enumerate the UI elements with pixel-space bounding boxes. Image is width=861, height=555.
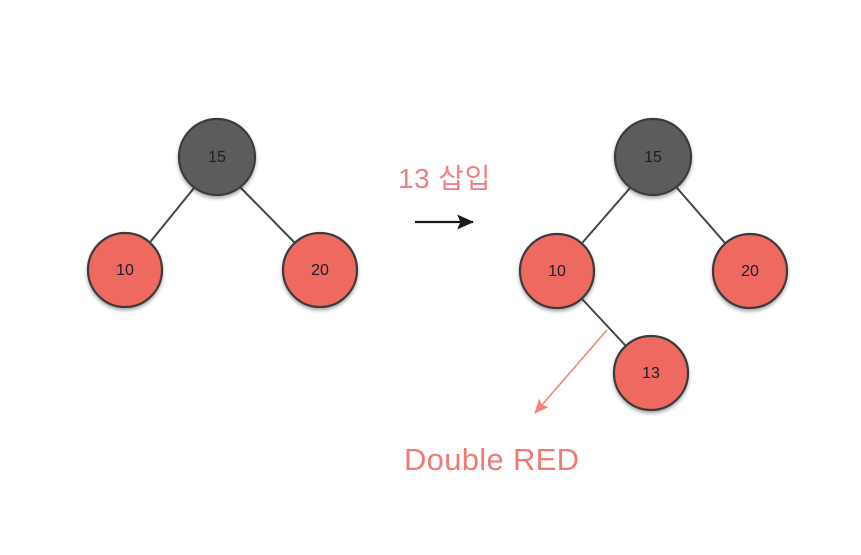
tree-node-15: 15 (613, 117, 693, 197)
insert-caption-label: 13 삽입 (398, 163, 491, 194)
tree-node-20: 20 (281, 231, 359, 309)
node-label-15: 15 (208, 149, 226, 166)
node-label-15: 15 (644, 149, 662, 166)
tree-nodes-right: 15 10 20 13 (518, 117, 789, 412)
tree-node-10: 10 (518, 232, 596, 310)
node-circle-20 (711, 232, 789, 310)
node-circle-20 (281, 231, 359, 309)
node-circle-10 (518, 232, 596, 310)
tree-edges-right (582, 187, 726, 346)
tree-node-13: 13 (612, 334, 690, 412)
double-red-pointer-arrow (534, 329, 608, 414)
before-insert-tree: 15 10 20 (86, 117, 359, 309)
edge-15-to-20-after (676, 187, 726, 244)
tree-edges-left (150, 187, 295, 243)
edge-15-to-10 (150, 187, 195, 242)
edge-15-to-10-after (582, 187, 631, 243)
edge-15-to-20 (240, 187, 295, 243)
double-red-label: Double RED (404, 442, 579, 477)
node-label-10: 10 (116, 262, 134, 279)
node-circle-13 (612, 334, 690, 412)
node-circle-15 (613, 117, 693, 197)
node-label-13: 13 (642, 365, 660, 382)
tree-node-10: 10 (86, 231, 164, 309)
tree-nodes-left: 15 10 20 (86, 117, 359, 309)
node-circle-15 (177, 117, 257, 197)
node-label-10: 10 (548, 263, 566, 280)
edge-10-to-13 (582, 299, 626, 346)
after-insert-tree: 15 10 20 13 (518, 117, 789, 412)
tree-node-15: 15 (177, 117, 257, 197)
double-red-annotation: Double RED (404, 329, 608, 477)
node-label-20: 20 (311, 262, 329, 279)
node-circle-10 (86, 231, 164, 309)
transition-group: 13 삽입 (398, 163, 491, 230)
tree-node-20: 20 (711, 232, 789, 310)
node-label-20: 20 (741, 263, 759, 280)
